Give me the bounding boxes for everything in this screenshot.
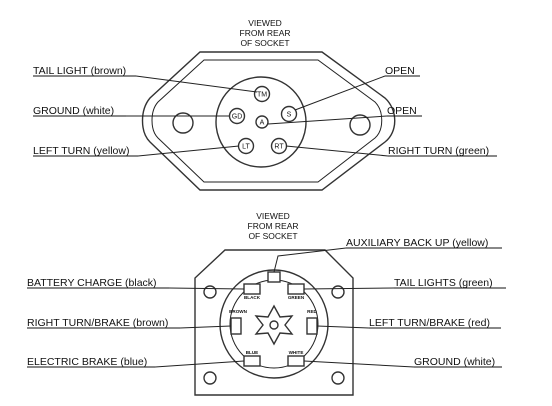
pin-gd	[228, 107, 246, 125]
pin-s-label: S	[287, 112, 292, 119]
pin-rt-label: RT	[274, 144, 284, 151]
mounting-hole-right	[349, 114, 371, 136]
label-electric-brake: ELECTRIC BRAKE (blue)	[27, 356, 147, 368]
plate-hole-bottom-right	[331, 371, 345, 385]
top-header-line-1: VIEWED	[248, 18, 282, 28]
pin-lt-label: LT	[242, 144, 250, 151]
mark-red: RED	[307, 309, 317, 314]
leader-right-turn-brake	[179, 325, 232, 329]
terminal-black	[243, 283, 261, 295]
label-right-turn: RIGHT TURN (green)	[388, 145, 489, 157]
center-pin-hub	[269, 320, 279, 330]
label-right-turn-brake: RIGHT TURN/BRAKE (brown)	[27, 317, 168, 329]
leader-open-2	[267, 115, 388, 125]
leader-ground	[303, 360, 415, 368]
top-header-line-3: OF SOCKET	[240, 38, 289, 48]
label-ground: GROUND (white)	[33, 105, 114, 117]
label-left-turn: LEFT TURN (yellow)	[33, 145, 129, 157]
plate-hole-bottom-left	[203, 371, 217, 385]
socket-flange-inner	[151, 59, 383, 183]
pin-tm-label: TM	[257, 92, 267, 99]
pin-gd-label: GD	[232, 114, 243, 121]
leader-aux-back-up	[273, 247, 347, 273]
top-header-line-2: FROM REAR	[240, 28, 291, 38]
leader-left-turn	[137, 145, 240, 157]
pin-tm	[253, 85, 271, 103]
six-pin-socket-diagram: VIEWED FROM REAR OF SOCKET TM GD S A LT …	[33, 18, 497, 191]
pin-s	[280, 105, 298, 123]
pin-a	[255, 115, 269, 129]
mark-brown: BROWN	[229, 309, 248, 314]
terminal-green	[287, 283, 305, 295]
mark-green: GREEN	[288, 295, 305, 300]
label-tail-lights: TAIL LIGHTS (green)	[394, 277, 493, 289]
leader-right-turn	[285, 145, 389, 157]
label-tail-light: TAIL LIGHT (brown)	[33, 65, 126, 77]
label-ground: GROUND (white)	[414, 356, 495, 368]
leader-left-turn-brake	[316, 325, 370, 329]
terminal-yellow	[267, 271, 281, 283]
label-battery-charge: BATTERY CHARGE (black)	[27, 277, 157, 289]
mounting-hole-left	[172, 112, 194, 134]
leader-electric-brake	[154, 360, 245, 368]
leader-tail-light	[135, 75, 258, 93]
terminal-white	[287, 355, 305, 367]
bottom-header-line-3: OF SOCKET	[248, 231, 297, 241]
label-left-turn-brake: LEFT TURN/BRAKE (red)	[369, 317, 490, 329]
leader-tail-lights	[303, 287, 395, 290]
mark-white: WHITE	[289, 350, 304, 355]
label-open-2: OPEN	[387, 105, 417, 117]
terminal-red	[306, 317, 318, 335]
leader-open-1	[294, 75, 386, 111]
mark-black: BLACK	[244, 295, 261, 300]
terminal-blue	[243, 355, 261, 367]
leader-battery-charge	[168, 287, 245, 290]
pin-a-label: A	[260, 120, 265, 127]
terminal-brown	[230, 317, 242, 335]
plate-hole-top-right	[331, 285, 345, 299]
bottom-header-line-2: FROM REAR	[248, 221, 299, 231]
seven-way-socket-diagram: VIEWED FROM REAR OF SOCKET BLACK GREEN B…	[27, 211, 506, 396]
plate-hole-top-left	[203, 285, 217, 299]
mark-blue: BLUE	[246, 350, 259, 355]
bottom-header-line-1: VIEWED	[256, 211, 290, 221]
label-open-1: OPEN	[385, 65, 415, 77]
label-aux-back-up: AUXILIARY BACK UP (yellow)	[346, 237, 488, 249]
